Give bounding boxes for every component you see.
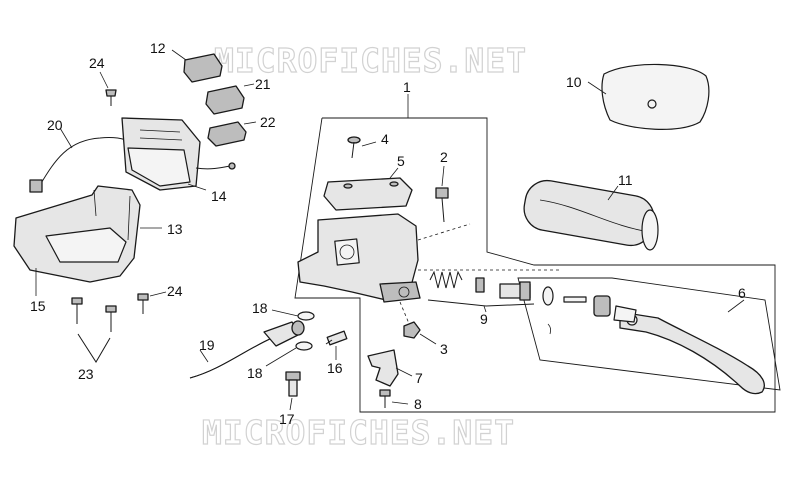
callout-7: 7 — [415, 370, 423, 386]
reservoir-sock — [601, 63, 710, 130]
callout-22: 22 — [260, 114, 276, 130]
callout-9: 9 — [480, 311, 488, 327]
handlebar-grip — [523, 179, 659, 251]
switch-12 — [183, 53, 223, 83]
cable-connector — [29, 179, 43, 193]
brake-lever — [619, 311, 765, 395]
callout-2: 2 — [440, 149, 448, 165]
switch-21 — [205, 85, 245, 115]
callout-18-top: 18 — [252, 300, 268, 316]
callout-4: 4 — [381, 131, 389, 147]
bushing — [593, 295, 611, 317]
callout-20: 20 — [47, 117, 63, 133]
washer-18-bottom — [295, 341, 313, 351]
screw-24-bottom — [137, 293, 149, 314]
washer-18-top — [297, 311, 315, 321]
screw-24-top — [105, 89, 117, 97]
callout-23: 23 — [78, 366, 94, 382]
callout-24-top: 24 — [89, 55, 105, 71]
callout-13: 13 — [167, 221, 183, 237]
watermark-bottom: MICROFICHES.NET — [202, 413, 515, 452]
callout-12: 12 — [150, 40, 166, 56]
callout-10: 10 — [566, 74, 582, 90]
callout-15: 15 — [30, 298, 46, 314]
callout-8: 8 — [414, 396, 422, 412]
assembly-frame-6 — [517, 277, 781, 391]
bleeder-16 — [325, 330, 348, 346]
push-rod — [563, 296, 587, 303]
assembly-frame-1 — [294, 117, 776, 413]
banjo-bolt-17 — [285, 371, 301, 397]
callout-16: 16 — [327, 360, 343, 376]
callout-17: 17 — [279, 411, 295, 427]
clamp-7 — [367, 349, 399, 387]
screw-4 — [347, 136, 361, 159]
callout-3: 3 — [440, 341, 448, 357]
nut-3 — [403, 321, 421, 339]
watermark-top: MICROFICHES.NET — [214, 41, 527, 80]
callout-21: 21 — [255, 76, 271, 92]
piston-kit — [429, 270, 554, 306]
callout-14: 14 — [211, 188, 227, 204]
screw-23-b — [105, 305, 117, 332]
callout-5: 5 — [397, 153, 405, 169]
callout-11: 11 — [618, 172, 633, 188]
callout-1: 1 — [403, 79, 411, 95]
callout-24-bottom: 24 — [167, 283, 183, 299]
callout-19: 19 — [199, 337, 215, 353]
bolt-2 — [435, 187, 449, 223]
screw-23-a — [71, 297, 83, 324]
reservoir-cover — [323, 177, 413, 211]
callout-18-bottom: 18 — [247, 365, 263, 381]
callout-6: 6 — [738, 285, 746, 301]
switch-22 — [207, 121, 247, 147]
screw-8 — [379, 389, 391, 408]
